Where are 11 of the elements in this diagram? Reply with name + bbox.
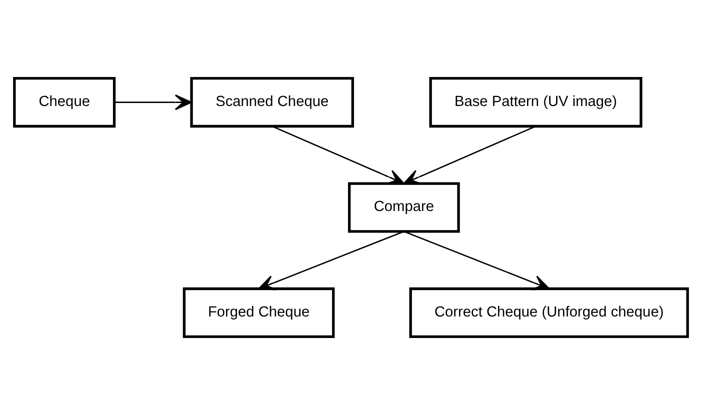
node-box: Forged Cheque xyxy=(182,286,335,338)
node-box: Cheque xyxy=(13,76,116,128)
node-box: Compare xyxy=(348,182,460,232)
node-box: Scanned Cheque xyxy=(190,76,354,128)
node-box: Base Pattern (UV image) xyxy=(429,76,642,128)
arrow xyxy=(403,125,536,184)
arrow xyxy=(404,230,550,290)
node-box: Correct Cheque (Unforged cheque) xyxy=(409,286,689,338)
arrow xyxy=(114,94,192,110)
arrow xyxy=(258,230,404,290)
arrow xyxy=(272,125,405,184)
